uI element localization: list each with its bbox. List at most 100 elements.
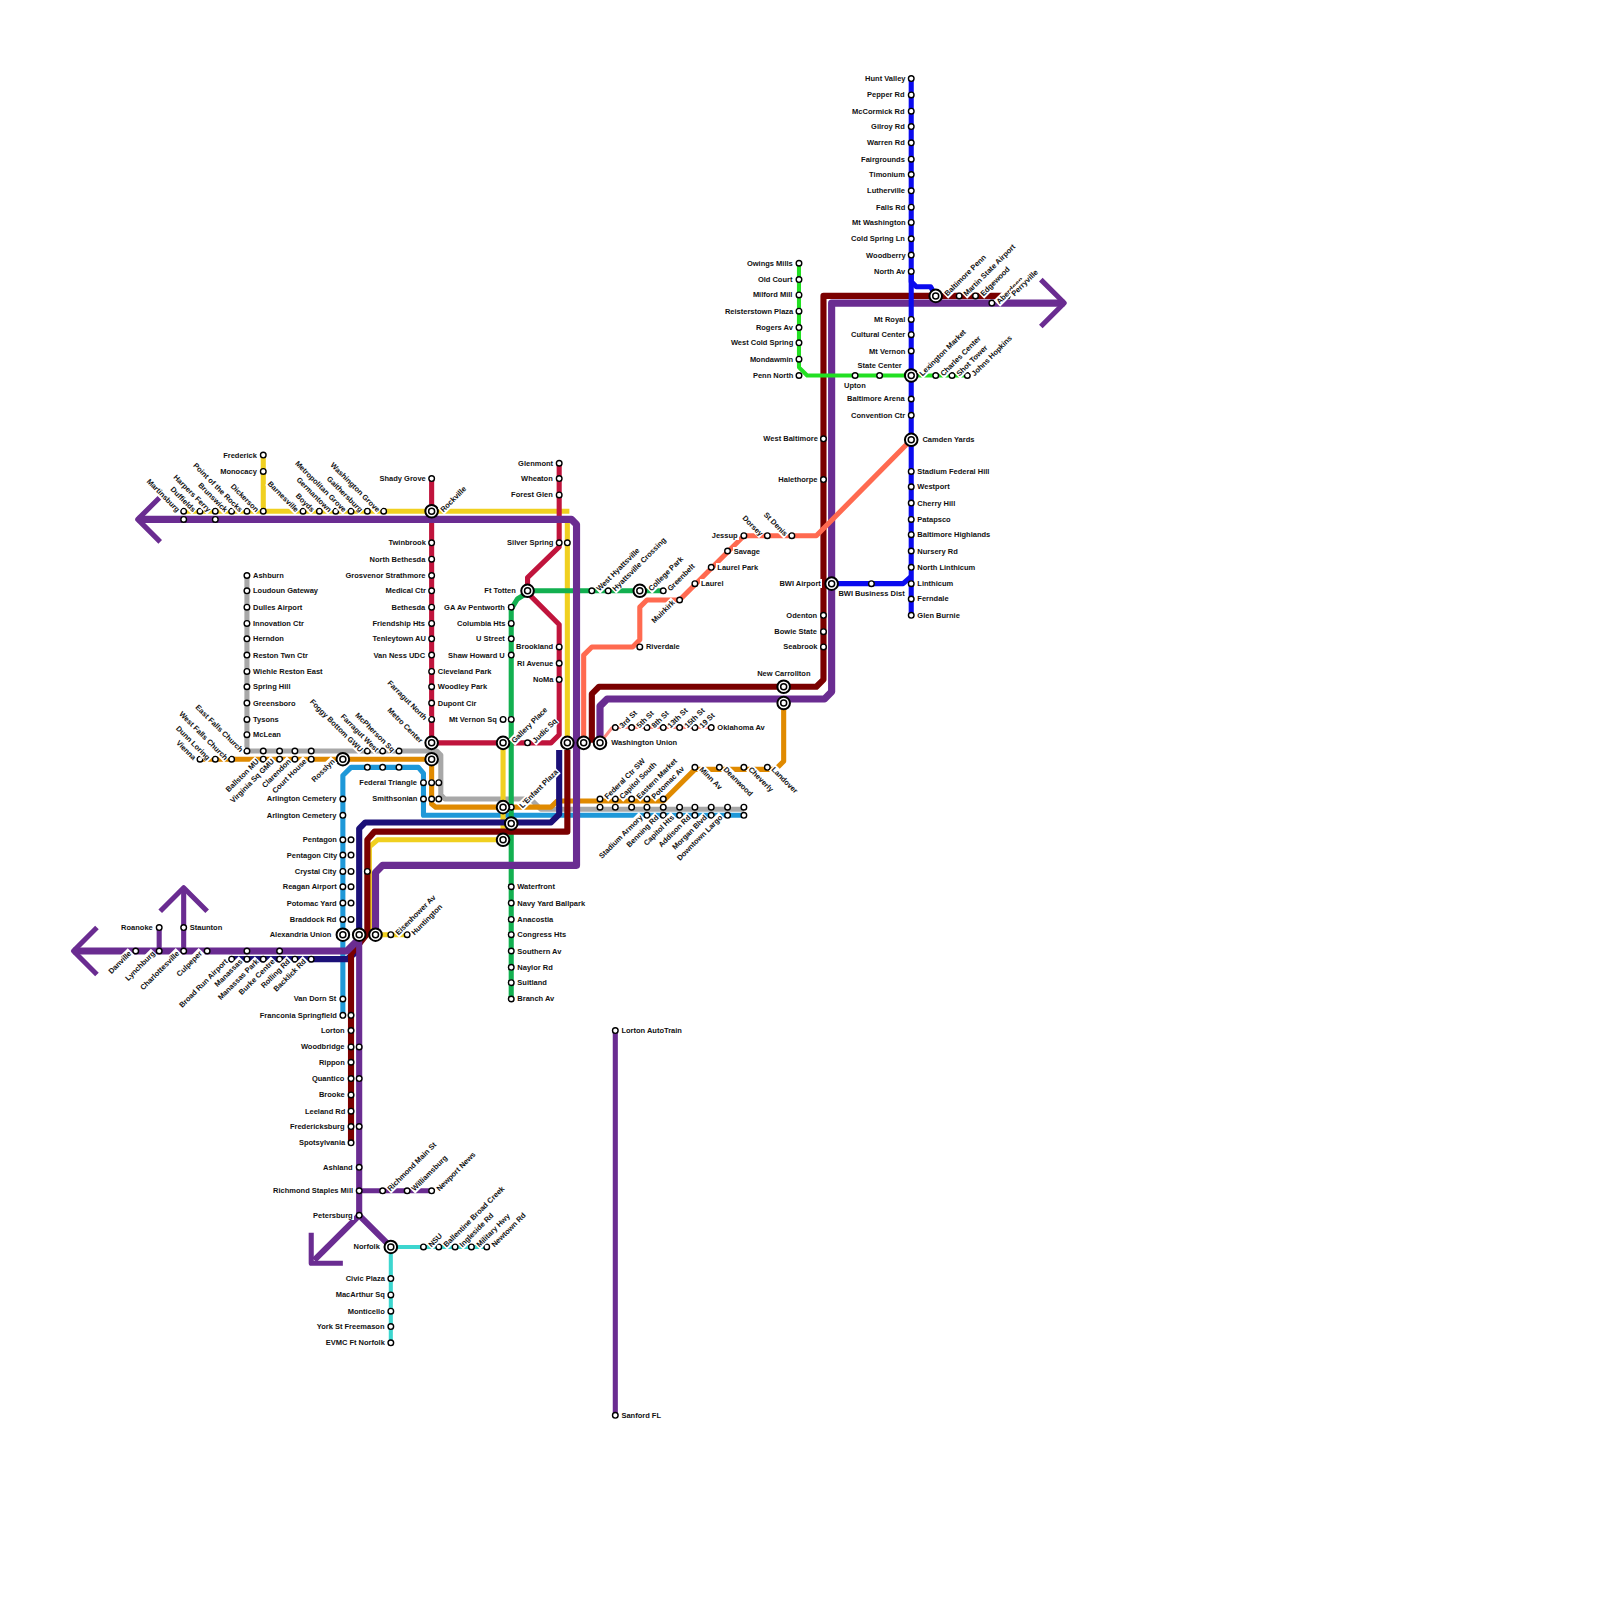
interchange-ring (497, 833, 510, 846)
station-dot (789, 533, 795, 539)
interchange-core (781, 684, 787, 690)
station-label: GA Av Pentworth (443, 603, 506, 612)
station-dot (365, 765, 371, 771)
station-dot (229, 756, 235, 762)
station-label: Stadium Federal Hill (916, 467, 990, 476)
station-dot (340, 869, 346, 875)
transit-route (181, 890, 186, 951)
interchange-symbol (825, 577, 838, 590)
station-label: Monocacy (219, 467, 258, 476)
station-label: Cherry Hill (916, 499, 956, 508)
station-label: Jessup (711, 531, 739, 540)
station-label: Potomac Yard (286, 899, 338, 908)
station-dot (852, 373, 858, 379)
interchange-ring (337, 753, 350, 766)
station-dot (421, 780, 427, 786)
station-dot (908, 252, 914, 258)
station-label: Wheaton (520, 474, 554, 483)
interchange-ring (425, 505, 438, 518)
station-dot (677, 804, 683, 810)
station-dot (908, 396, 914, 402)
station-dot (380, 1188, 386, 1194)
interchange-core (908, 373, 914, 379)
station-label: Medical Ctr (385, 586, 427, 595)
interchange-symbol (777, 697, 790, 710)
station-dot (133, 948, 139, 954)
station-label: Ft Totten (483, 586, 517, 595)
station-dot (380, 765, 386, 771)
transit-route (909, 79, 914, 616)
station-dot (613, 1413, 619, 1419)
transit-route (200, 703, 784, 807)
station-dot (908, 581, 914, 587)
station-label: Glen Burnie (916, 611, 961, 620)
station-label: Leeland Rd (304, 1107, 346, 1116)
station-dot (741, 804, 747, 810)
station-label: Mt Vernon (868, 347, 906, 356)
interchange-core (373, 932, 379, 938)
station-label: EVMC Ft Norfolk (325, 1338, 386, 1347)
station-label: Oklahoma Av (716, 723, 765, 732)
station-dot (429, 740, 435, 746)
station-dot (348, 1059, 354, 1065)
station-label: Tenleytown AU (372, 634, 427, 643)
station-label: Friendship Hts (372, 619, 427, 628)
station-dot (765, 533, 771, 539)
station-label: Silver Spring (506, 538, 554, 547)
station-label: Southern Av (516, 947, 562, 956)
station-dot (244, 684, 250, 690)
station-dot (213, 756, 219, 762)
station-dot (244, 948, 250, 954)
interchange-ring (425, 753, 438, 766)
transit-route (584, 440, 912, 743)
station-dot (396, 748, 402, 754)
station-label: Waterfront (516, 882, 556, 891)
station-label: Richmond Staples Mill (272, 1186, 354, 1195)
station-dot (292, 748, 298, 754)
station-dot (629, 804, 635, 810)
station-dot (821, 477, 827, 483)
interchange-ring (561, 737, 574, 750)
station-dot (244, 748, 250, 754)
station-dot (908, 548, 914, 554)
station-dot (613, 796, 619, 802)
transit-route (157, 928, 162, 951)
transit-route (311, 1233, 343, 1264)
interchange-ring (497, 801, 510, 814)
station-dot (308, 956, 314, 962)
interchange-symbol (521, 585, 534, 598)
station-dot (356, 1165, 362, 1171)
station-dot (348, 900, 354, 906)
station-label: Naylor Rd (516, 963, 553, 972)
station-dot (396, 765, 402, 771)
station-label: Shaw Howard U (447, 651, 506, 660)
interchange-ring (777, 680, 790, 693)
station-label: Roanoke (120, 923, 154, 932)
transit-route (232, 750, 560, 959)
station-label: McLean (252, 730, 282, 739)
station-dot (348, 1140, 354, 1146)
station-label: Dupont Cir (437, 699, 478, 708)
station-dot (381, 508, 387, 514)
station-dot (613, 804, 619, 810)
station-dot (404, 1188, 410, 1194)
interchange-ring (633, 585, 646, 598)
station-dot (277, 948, 283, 954)
station-label: Ashburn (252, 571, 285, 580)
station-dot (821, 629, 827, 635)
transit-route (247, 576, 744, 810)
station-dot (348, 1013, 354, 1019)
station-label: Branch Av (516, 994, 555, 1003)
station-dot (340, 837, 346, 843)
station-dot (356, 1213, 362, 1219)
station-dot (429, 540, 435, 546)
station-dot (908, 236, 914, 242)
station-label: Upton (843, 381, 867, 390)
station-dot (908, 332, 914, 338)
station-label: Warren Rd (866, 138, 906, 147)
station-label: Glenmont (517, 459, 554, 468)
station-label: Columbia Hts (456, 619, 506, 628)
station-label: Old Court (757, 275, 794, 284)
station-dot (508, 932, 514, 938)
